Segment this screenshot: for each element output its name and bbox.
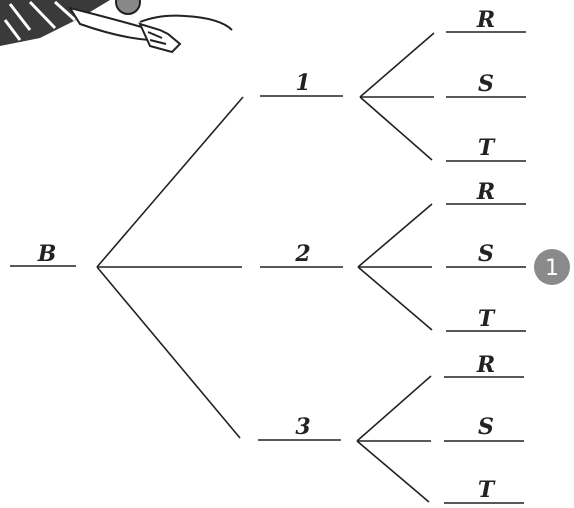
outcome-line-t: [359, 96, 433, 161]
outcome-label: T: [478, 306, 496, 332]
outcome-label: T: [478, 477, 496, 503]
root-branch-lines: [96, 96, 244, 439]
outcome-label: T: [478, 135, 496, 161]
branch-label: 3: [295, 414, 310, 440]
outcome-label: S: [478, 414, 494, 440]
outcome-line-t: [357, 266, 433, 331]
outcome-label: S: [478, 71, 494, 97]
hand-holding-object-icon: [0, 0, 233, 54]
root-label: B: [37, 241, 57, 267]
outcome-label: R: [476, 352, 495, 378]
callout-badge: 1: [534, 249, 570, 285]
callout-badge-label: 1: [545, 256, 559, 281]
branch-label: 1: [295, 70, 310, 96]
branch-line-3: [96, 266, 241, 439]
outcome-label: R: [476, 179, 495, 205]
outcome-line-r: [356, 375, 432, 442]
branch-node-2: 2 R S T: [260, 179, 526, 332]
outcome-line-r: [357, 203, 433, 268]
outcome-line-r: [359, 32, 435, 98]
branch-node-1: 1 R S T: [260, 7, 526, 162]
outcome-label: R: [476, 7, 495, 33]
branch-node-3: 3 R S T: [258, 352, 524, 504]
callout-badge-circle: [534, 249, 570, 285]
outcome-label: S: [478, 241, 494, 267]
outcome-line-t: [356, 440, 430, 503]
root-node: B: [10, 241, 76, 267]
branch-label: 2: [294, 241, 310, 267]
branch-line-1: [96, 96, 244, 268]
